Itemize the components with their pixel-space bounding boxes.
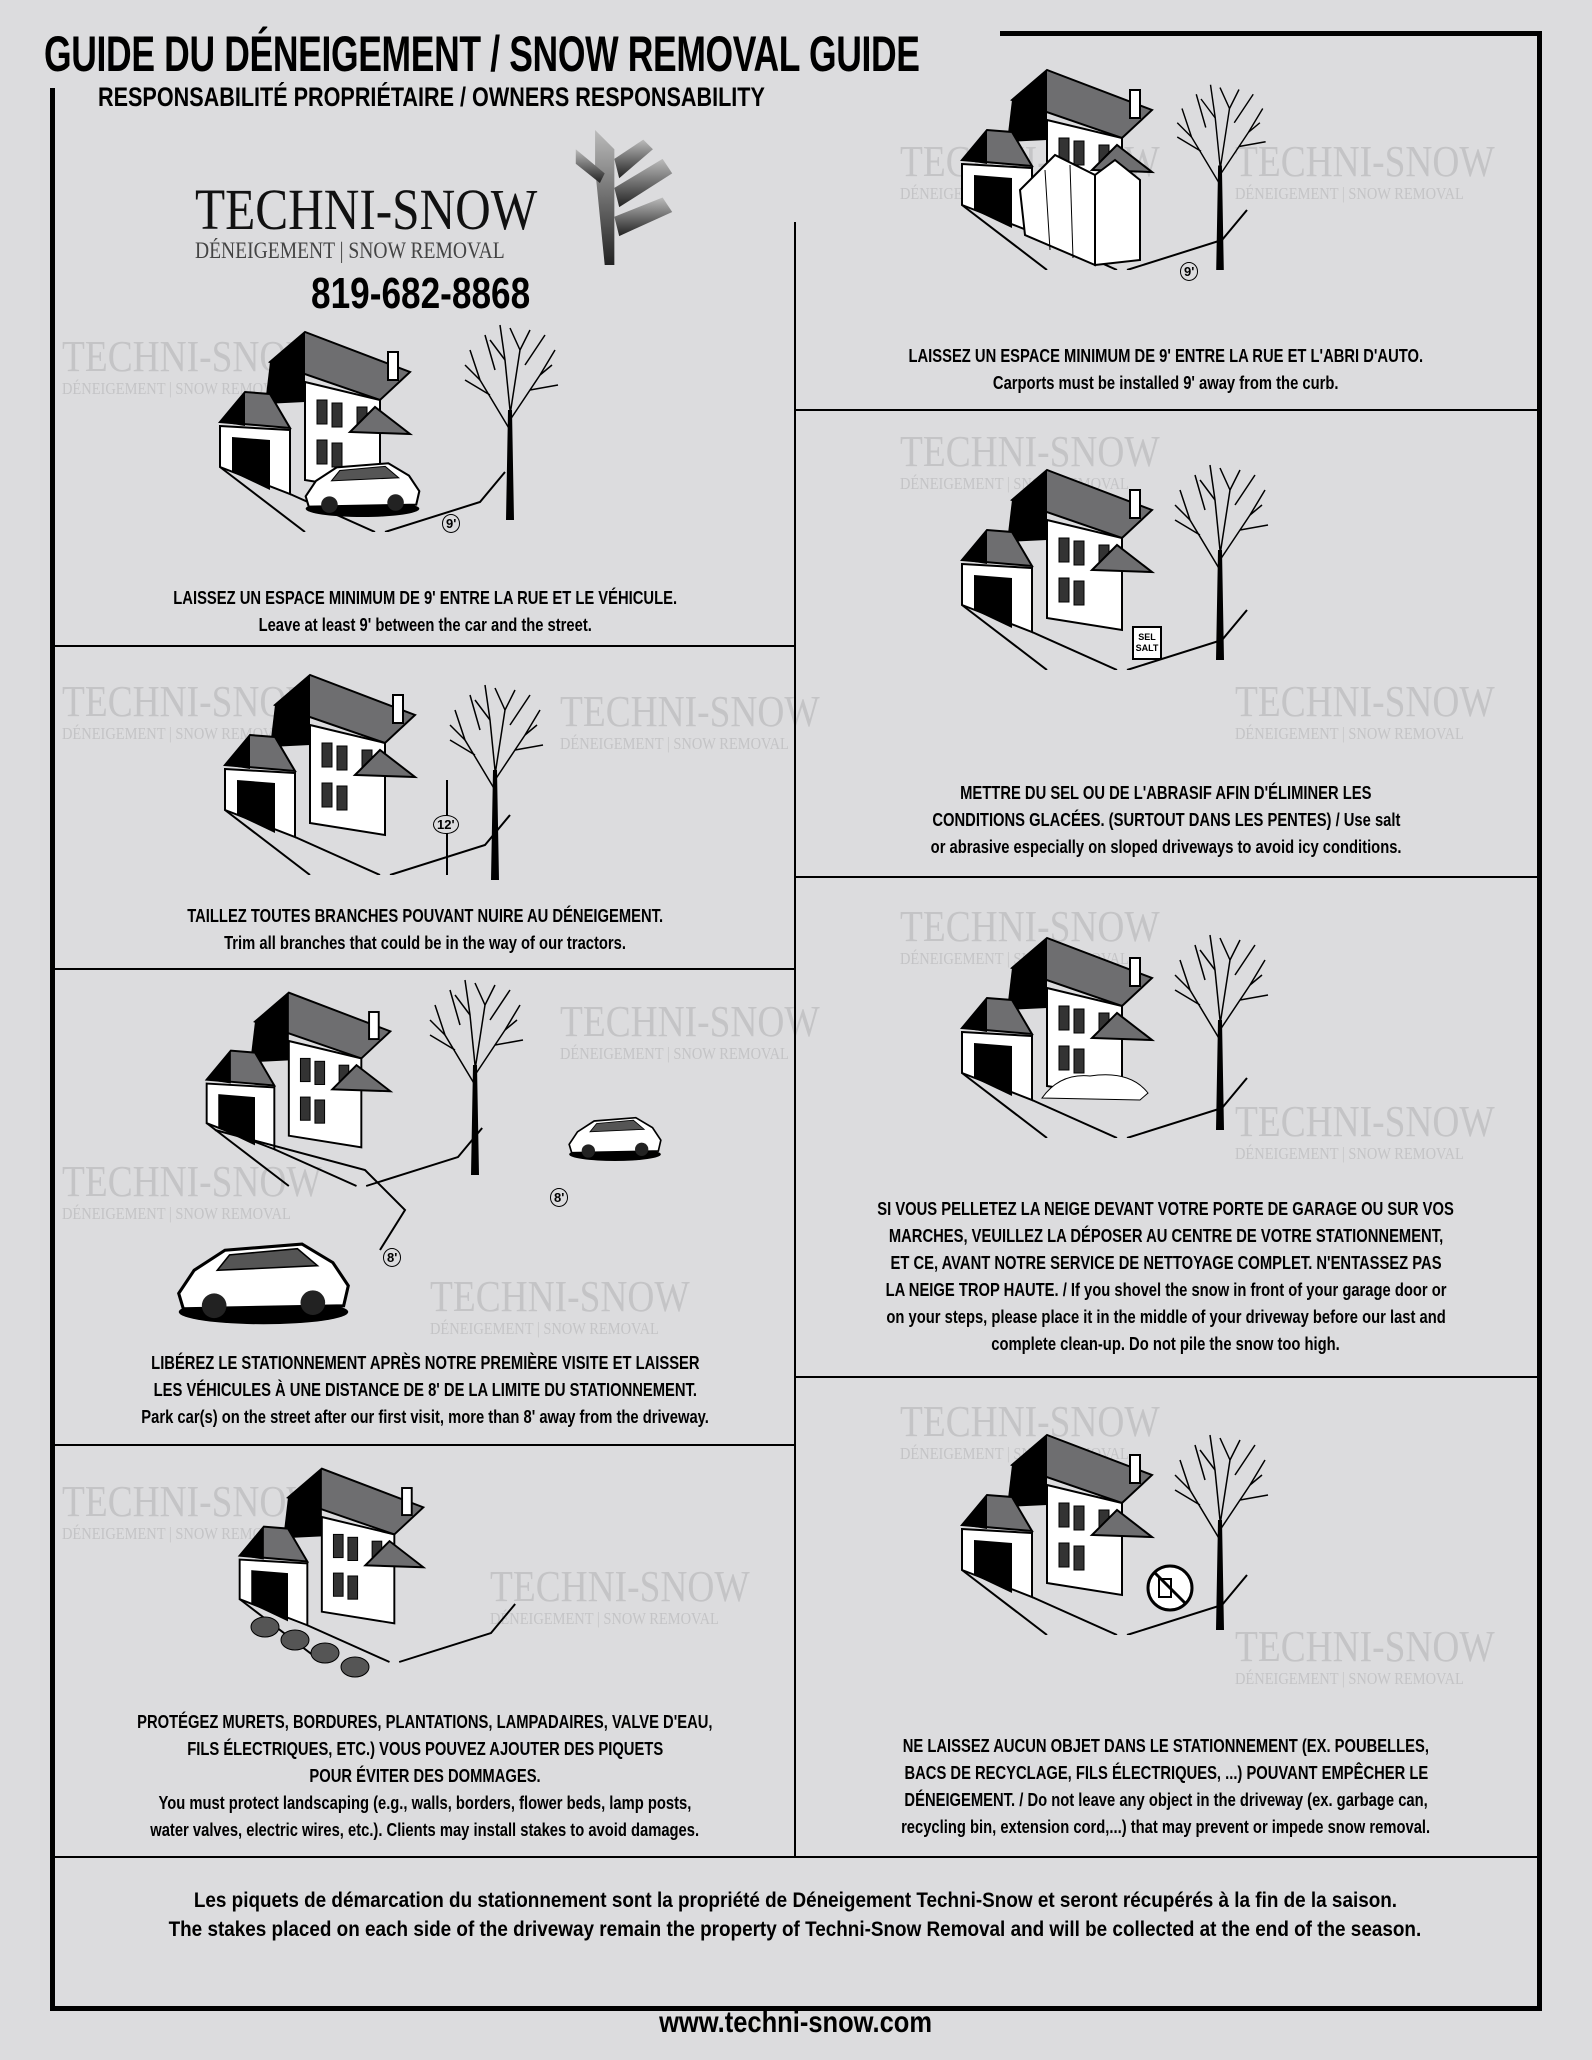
measure-label: 8' xyxy=(383,1248,402,1267)
frame-left xyxy=(50,88,55,2010)
caption-no-objects: NE LAISSEZ AUCUN OBJET DANS LE STATIONNE… xyxy=(901,1736,1431,1837)
tree-illustration xyxy=(1170,930,1270,1130)
snowflake-logo-icon xyxy=(565,130,683,265)
phone-number: 819-682-8868 xyxy=(311,269,531,318)
tree-illustration xyxy=(1170,460,1270,660)
salt-bag-icon: SEL SALT xyxy=(1132,626,1162,660)
tree-illustration xyxy=(1170,80,1270,270)
carport-illustration xyxy=(1018,153,1141,267)
measure-label: 9' xyxy=(1180,262,1199,281)
car-illustration xyxy=(565,1110,665,1162)
divider xyxy=(55,1444,795,1446)
divider xyxy=(55,968,795,970)
logo-tagline: DÉNEIGEMENT | SNOW REMOVAL xyxy=(195,238,505,263)
footer-notice: Les piquets de démarcation du stationnem… xyxy=(168,1889,1422,1941)
divider xyxy=(795,1376,1537,1378)
no-objects-icon xyxy=(1146,1564,1194,1612)
tree-illustration xyxy=(455,320,565,520)
caption-protect: PROTÉGEZ MURETS, BORDURES, PLANTATIONS, … xyxy=(137,1712,713,1840)
divider xyxy=(55,1856,1537,1858)
frame-top xyxy=(1000,31,1542,36)
tree-illustration xyxy=(440,680,550,880)
measure-label: 8' xyxy=(550,1188,569,1207)
caption-branches: TAILLEZ TOUTES BRANCHES POUVANT NUIRE AU… xyxy=(187,906,663,953)
measure-label: 12' xyxy=(433,815,459,834)
frame-right xyxy=(1537,31,1542,2010)
snow-pile-illustration xyxy=(1041,1074,1149,1101)
page-subtitle: RESPONSABILITÉ PROPRIÉTAIRE / OWNERS RES… xyxy=(98,82,765,112)
frame-bottom xyxy=(50,2006,1542,2011)
caption-street-parking: LIBÉREZ LE STATIONNEMENT APRÈS NOTRE PRE… xyxy=(141,1353,709,1427)
driveway-line xyxy=(214,1129,407,1251)
measure-label: 9' xyxy=(442,514,461,533)
center-divider xyxy=(794,222,796,1856)
shrubs-illustration xyxy=(250,1616,370,1678)
tree-illustration xyxy=(420,975,530,1175)
divider xyxy=(55,645,795,647)
car-illustration xyxy=(300,455,425,517)
website-link[interactable]: www.techni-snow.com xyxy=(659,2006,933,2039)
caption-carport: LAISSEZ UN ESPACE MINIMUM DE 9' ENTRE LA… xyxy=(908,346,1424,393)
logo-name: TECHNI-SNOW xyxy=(195,177,538,242)
page-title: GUIDE DU DÉNEIGEMENT / SNOW REMOVAL GUID… xyxy=(44,26,920,82)
caption-shovel: SI VOUS PELLETEZ LA NEIGE DEVANT VOTRE P… xyxy=(877,1199,1455,1354)
caption-salt: METTRE DU SEL OU DE L'ABRASIF AFIN D'ÉLI… xyxy=(930,783,1402,857)
divider xyxy=(795,409,1537,411)
divider xyxy=(795,876,1537,878)
caption-car-distance: LAISSEZ UN ESPACE MINIMUM DE 9' ENTRE LA… xyxy=(173,588,677,635)
